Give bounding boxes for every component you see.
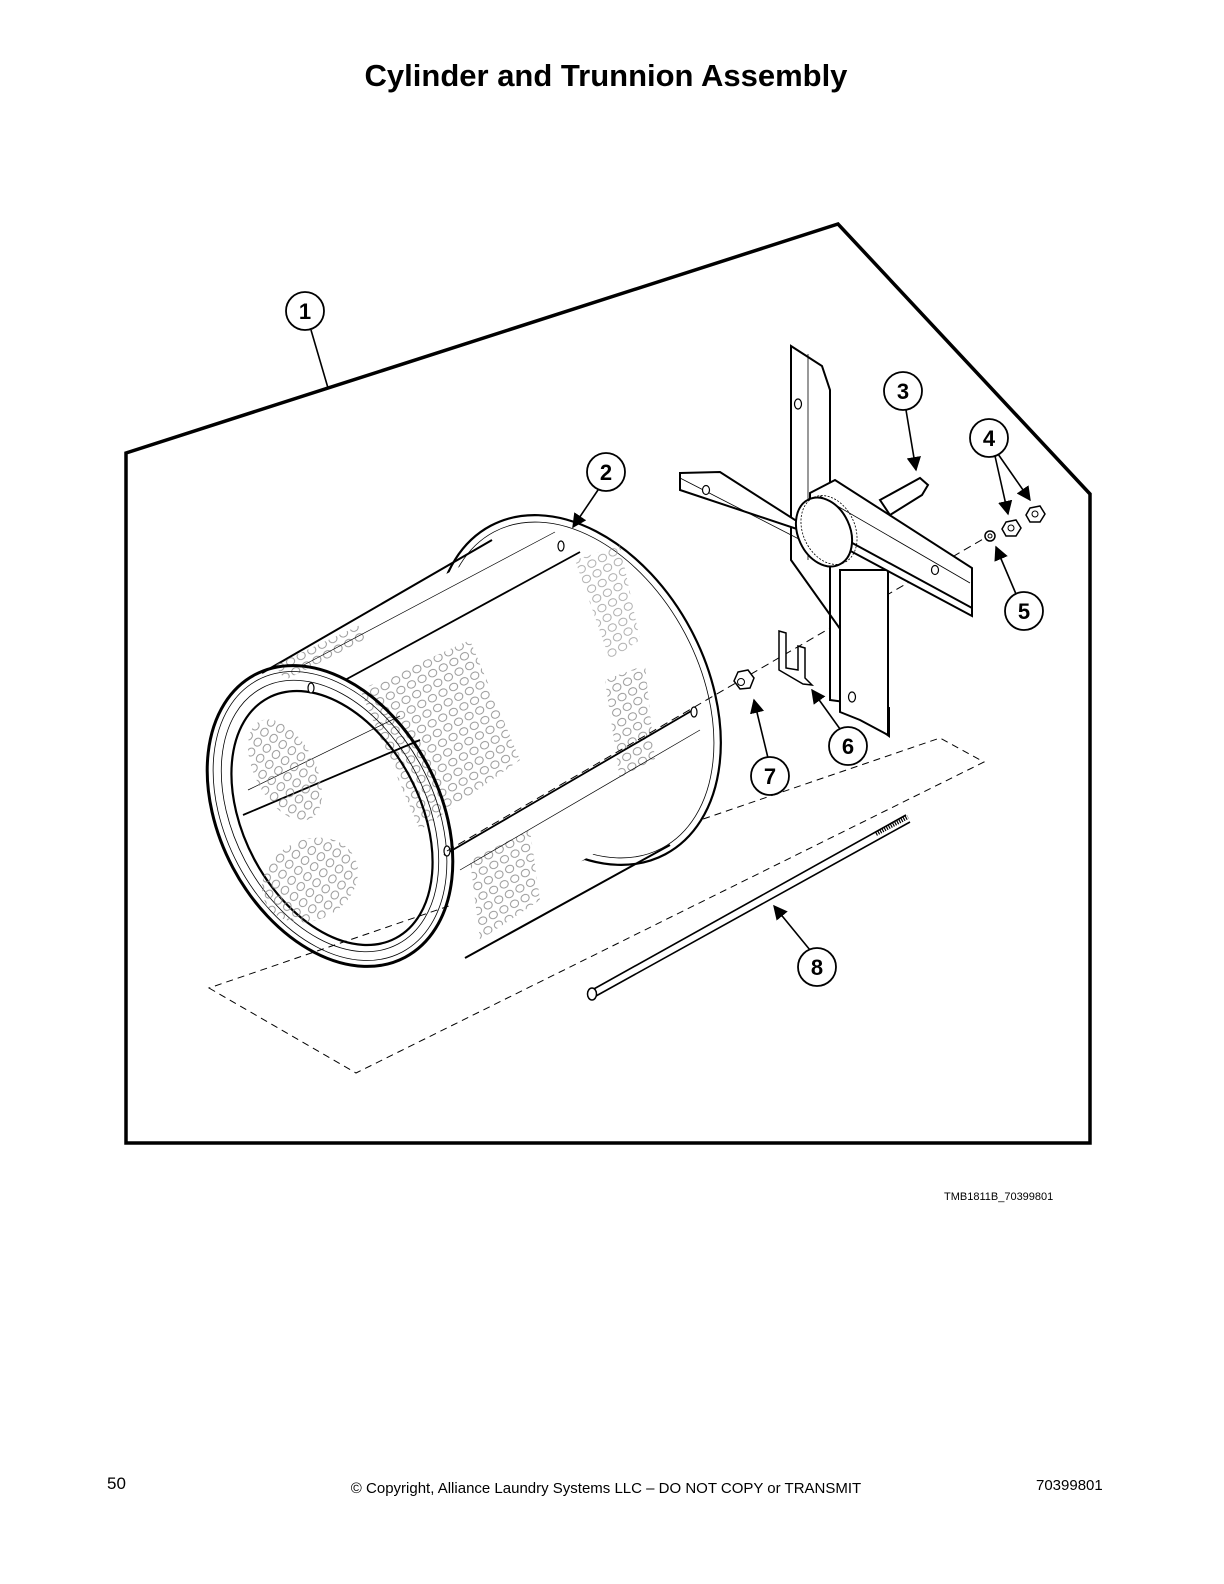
nut-left xyxy=(733,669,755,690)
callout-1-label: 1 xyxy=(299,299,311,324)
assembly-outline xyxy=(124,221,1092,1145)
assembly-axis xyxy=(446,534,991,852)
footer-document-number: 70399801 xyxy=(1036,1477,1103,1494)
svg-text:4: 4 xyxy=(983,426,996,451)
svg-text:2: 2 xyxy=(600,460,612,485)
svg-text:7: 7 xyxy=(764,764,776,789)
svg-text:8: 8 xyxy=(811,955,823,980)
footer-copyright: © Copyright, Alliance Laundry Systems LL… xyxy=(350,1480,862,1497)
callout-4: 4 xyxy=(969,418,1031,516)
callout-8: 8 xyxy=(773,904,837,987)
page-title: Cylinder and Trunnion Assembly xyxy=(364,58,848,93)
callout-6: 6 xyxy=(811,688,868,766)
svg-text:3: 3 xyxy=(897,379,909,404)
tie-rod xyxy=(586,814,911,1001)
clip xyxy=(778,630,815,686)
callout-7: 7 xyxy=(750,698,790,796)
svg-text:5: 5 xyxy=(1018,599,1030,624)
callout-1: 1 xyxy=(285,291,329,389)
figure-id: TMB1811B_70399801 xyxy=(944,1191,1054,1203)
fasteners-right xyxy=(984,505,1046,542)
callout-2: 2 xyxy=(572,452,626,529)
callout-3: 3 xyxy=(883,371,923,472)
callout-5: 5 xyxy=(994,545,1044,631)
cylinder xyxy=(205,514,722,968)
footer-page-number: 50 xyxy=(107,1474,126,1493)
trunnion-bracket xyxy=(679,344,973,738)
svg-text:6: 6 xyxy=(842,734,854,759)
